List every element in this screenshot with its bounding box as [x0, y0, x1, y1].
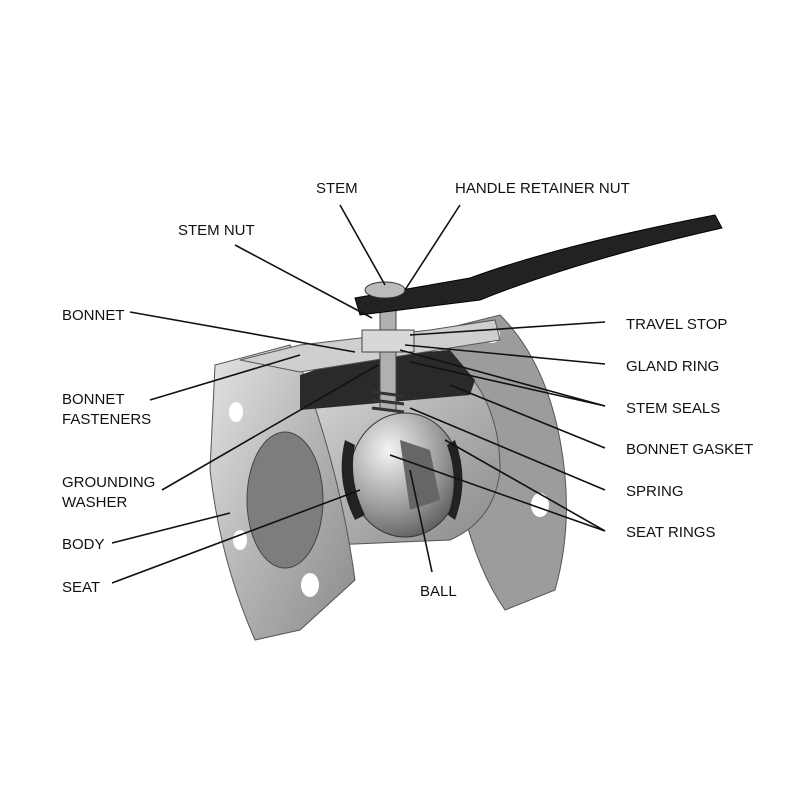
label-stem-nut: STEM NUT [178, 222, 255, 239]
label-bonnet-fasteners-line2: FASTENERS [62, 411, 151, 428]
label-seat: SEAT [62, 579, 100, 596]
labels: STEM HANDLE RETAINER NUT STEM NUT BONNET… [62, 180, 753, 600]
leader-ball [409, 469, 433, 573]
valve-illustration [209, 214, 723, 641]
label-bonnet-fasteners-line1: BONNET [62, 391, 125, 408]
label-travel-stop: TRAVEL STOP [626, 316, 727, 333]
front-flange-bolt-hole [229, 402, 243, 422]
leader-handle-retainer-nut [404, 204, 461, 291]
label-ball: BALL [420, 583, 457, 600]
gland-ring-part [361, 329, 415, 353]
leader-stem-seals [409, 361, 606, 407]
seat-ring [341, 440, 365, 520]
label-gland-ring: GLAND RING [626, 358, 719, 375]
label-stem: STEM [316, 180, 358, 197]
front-flange-bolt-hole [301, 573, 319, 597]
ball-bore [400, 440, 440, 510]
leader-seat [111, 489, 361, 584]
handle [354, 214, 723, 316]
bore-opening [246, 431, 324, 569]
label-body: BODY [62, 536, 105, 553]
seat-ring [447, 440, 463, 520]
label-grounding-washer-line2: WASHER [62, 494, 127, 511]
leader-seat-rings [444, 439, 606, 532]
leader-body [111, 512, 231, 544]
leader-lines [111, 204, 606, 584]
label-spring: SPRING [626, 483, 684, 500]
leader-seat-rings [389, 454, 606, 532]
leader-bonnet-gasket [449, 384, 606, 449]
leader-spring [409, 407, 606, 491]
leader-stem-seals [399, 349, 606, 407]
leader-grounding-washer [161, 364, 379, 491]
label-seat-rings: SEAT RINGS [626, 524, 715, 541]
leader-stem-nut [234, 244, 373, 319]
front-flange-bolt-hole [233, 530, 247, 550]
label-stem-seals: STEM SEALS [626, 400, 720, 417]
leader-gland-ring [404, 344, 606, 365]
leader-bonnet [129, 311, 356, 353]
spring-part [371, 390, 405, 414]
leader-stem [339, 204, 386, 286]
label-handle-retainer-nut: HANDLE RETAINER NUT [455, 180, 630, 197]
label-grounding-washer-line1: GROUNDING [62, 474, 155, 491]
label-bonnet-gasket: BONNET GASKET [626, 441, 753, 458]
leader-travel-stop [409, 321, 606, 336]
leader-bonnet-fasteners [149, 354, 301, 401]
label-bonnet: BONNET [62, 307, 125, 324]
rear-flange-bolt-hole [531, 493, 549, 517]
